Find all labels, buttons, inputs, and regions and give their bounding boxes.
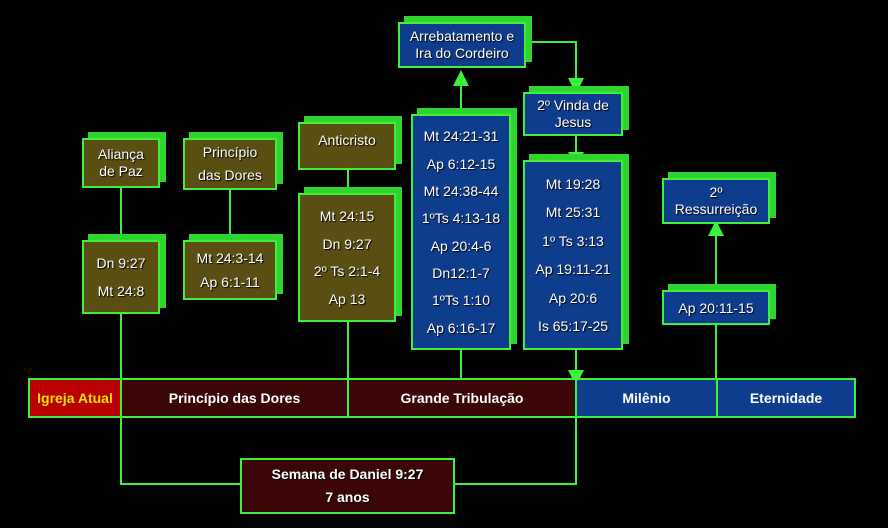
- ref-item: Ap 19:11-21: [535, 261, 611, 278]
- ref-item: Is 65:17-25: [537, 318, 609, 335]
- ressurreicao-refs-box: Ap 20:11-15: [662, 290, 770, 325]
- timeline-eternidade-label: Eternidade: [749, 390, 823, 406]
- ref-item: 1ºTs 1:10: [431, 292, 491, 309]
- ref-item: Dn 9:27: [96, 255, 146, 271]
- timeline-milenio-label: Milênio: [622, 390, 671, 406]
- principio-line1: Princípio: [202, 144, 258, 160]
- principio-line2: das Dores: [198, 167, 262, 183]
- anticristo-box: Anticristo: [298, 122, 396, 170]
- ref-item: 2º Ts 2:1-4: [313, 263, 381, 280]
- milenio-refs-box: Mt 19:28 Mt 25:31 1º Ts 3:13 Ap 19:11-21…: [523, 160, 623, 350]
- ref-item: Ap 20:11-15: [678, 299, 754, 316]
- timeline-grande-tribulacao: Grande Tribulação: [347, 378, 577, 418]
- timeline-principio-dores: Princípio das Dores: [120, 378, 349, 418]
- principio-refs-box: Mt 24:3-14 Ap 6:1-11: [183, 240, 277, 300]
- ref-item: Ap 6:12-15: [426, 155, 496, 172]
- semana-line2: 7 anos: [325, 489, 370, 505]
- timeline-igreja-label: Igreja Atual: [37, 390, 113, 406]
- ressurreicao-line2: Ressurreição: [674, 201, 758, 217]
- timeline-eternidade: Eternidade: [716, 378, 856, 418]
- segunda-vinda-line1: 2º Vinda de: [537, 97, 609, 113]
- arrebatamento-line2: Ira do Cordeiro: [415, 45, 509, 61]
- ref-item: Ap 20:4-6: [430, 237, 492, 254]
- arrebatamento-line1: Arrebatamento e: [409, 28, 515, 44]
- ressurreicao-line1: 2º: [709, 184, 723, 200]
- anticristo-label: Anticristo: [318, 132, 376, 148]
- segunda-vinda-box: 2º Vinda de Jesus: [523, 92, 623, 136]
- ref-item: Mt 25:31: [545, 204, 601, 221]
- ref-item: Mt 19:28: [545, 175, 601, 192]
- semana-daniel-box: Semana de Daniel 9:27 7 anos: [240, 458, 455, 514]
- tribulacao-refs-box: Mt 24:21-31 Ap 6:12-15 Mt 24:38-44 1ºTs …: [411, 114, 511, 350]
- timeline-tribulacao-label: Grande Tribulação: [400, 390, 524, 406]
- ref-item: Ap 20:6: [548, 289, 598, 306]
- ref-item: Mt 24:3-14: [196, 250, 264, 267]
- ref-item: Mt 24:21-31: [423, 128, 499, 145]
- ref-item: 1º Ts 3:13: [542, 232, 604, 249]
- alianca-line1: Aliança: [98, 146, 144, 162]
- arrebatamento-box: Arrebatamento e Ira do Cordeiro: [398, 22, 526, 68]
- ref-item: Dn12:1-7: [432, 264, 490, 281]
- segunda-vinda-line2: Jesus: [554, 114, 592, 130]
- ref-item: Mt 24:8: [97, 283, 145, 299]
- ressurreicao-box: 2º Ressurreição: [662, 178, 770, 224]
- timeline-milenio: Milênio: [575, 378, 718, 418]
- timeline-principio-label: Princípio das Dores: [168, 390, 301, 406]
- ref-item: Mt 24:15: [319, 207, 375, 224]
- alianca-line2: de Paz: [99, 163, 143, 179]
- ref-item: Mt 24:38-44: [423, 182, 499, 199]
- ref-item: Dn 9:27: [322, 235, 372, 252]
- ref-item: Ap 6:16-17: [426, 319, 496, 336]
- principio-box: Princípio das Dores: [183, 138, 277, 190]
- anticristo-refs-box: Mt 24:15 Dn 9:27 2º Ts 2:1-4 Ap 13: [298, 193, 396, 322]
- semana-line1: Semana de Daniel 9:27: [271, 466, 424, 482]
- ref-item: Ap 6:1-11: [200, 273, 260, 290]
- ref-item: Ap 13: [328, 291, 366, 308]
- ref-item: 1ºTs 4:13-18: [421, 210, 501, 227]
- alianca-refs-box: Dn 9:27 Mt 24:8: [82, 240, 160, 314]
- timeline-igreja-atual: Igreja Atual: [28, 378, 122, 418]
- alianca-box: Aliança de Paz: [82, 138, 160, 188]
